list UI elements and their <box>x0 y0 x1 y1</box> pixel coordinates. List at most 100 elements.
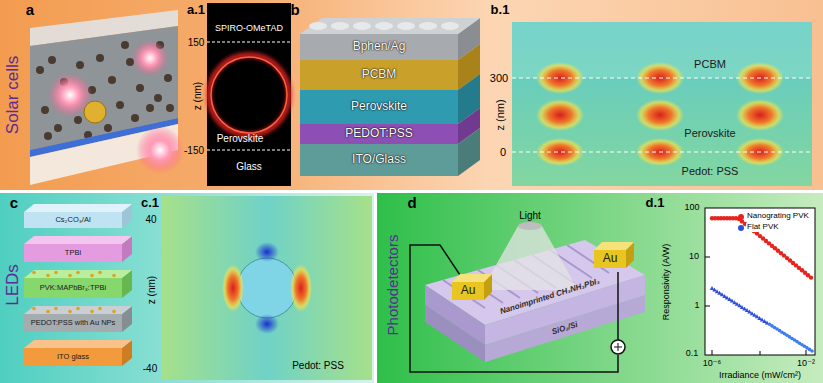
field-map-b1-part <box>512 22 812 186</box>
au-nanoparticle <box>68 310 72 314</box>
field-map-a1-part <box>211 57 287 133</box>
panel-band: LEDsCs₂CO₃/AlTPBiPVK:MAPbBr₃:TPBiPEDOT:P… <box>0 193 374 383</box>
solar-cell-render <box>30 10 184 185</box>
solar-cell-render-part <box>41 106 49 114</box>
layer-slab: Au <box>594 242 634 268</box>
photodetector-device-part <box>617 272 619 340</box>
au-nanoparticle <box>112 310 116 314</box>
layer-label-box: ITO/Glass <box>300 144 458 176</box>
responsivity-chart-part <box>760 351 761 355</box>
solar-cell-render-part <box>116 101 124 109</box>
layer-front <box>594 250 626 268</box>
photodetector-device <box>410 222 645 372</box>
layer-label: Pedot: PSS <box>292 360 344 371</box>
panel-letter: d.1 <box>646 196 665 210</box>
layer-label-box: PEDOT:PSS with Au NPs <box>24 314 122 332</box>
photodetector-device-part <box>482 226 578 290</box>
solar-cell-render-part <box>164 74 172 82</box>
data-points <box>710 216 814 353</box>
field-map-a1-part <box>207 3 291 186</box>
band-ground-part <box>0 0 823 190</box>
layer-top <box>300 18 480 34</box>
axis-tick: 300 <box>490 72 508 84</box>
layer-shape <box>300 74 480 124</box>
panel-letter: d <box>407 195 416 212</box>
layer-name: PCBM <box>362 68 397 81</box>
chart-legend: Nanograting PVK Flat PVK <box>738 211 810 233</box>
field-map-c1-part <box>237 258 297 318</box>
silver-bump <box>397 22 415 30</box>
layer-slab: Perovskite <box>300 74 480 124</box>
au-nanoparticle <box>98 271 102 275</box>
responsivity-chart-part <box>705 257 710 258</box>
field-map-b1-part <box>512 78 812 79</box>
field-map-c1 <box>162 196 372 380</box>
responsivity-chart-part <box>705 306 710 307</box>
layer-label: Glass <box>236 161 262 172</box>
layer-top <box>24 306 132 314</box>
field-map-c1-part <box>290 264 312 312</box>
layer-name: TPBi <box>65 249 81 257</box>
axis-tick: 1 <box>694 301 699 311</box>
panel-letter: b.1 <box>491 3 510 17</box>
layer-label: SPIRO-OMeTAD <box>215 24 283 34</box>
panel-category: Solar cells <box>3 56 23 134</box>
layer-front <box>300 124 458 144</box>
panel-letter: c <box>10 195 18 212</box>
photodetector-device-part <box>611 340 625 354</box>
axis-title: Responsivity (A/W) <box>662 244 672 321</box>
layer-top <box>594 242 634 250</box>
layer-shape <box>300 18 480 60</box>
solar-cell-render-part <box>54 124 62 132</box>
panel-letter: a.1 <box>187 3 205 17</box>
silver-bump <box>375 22 393 30</box>
responsivity-chart-part <box>806 350 807 355</box>
layer-front <box>24 314 122 332</box>
layer-label-box: ITO glass <box>24 348 122 366</box>
au-nanoparticle <box>90 310 94 314</box>
legend-row: Nanograting PVK <box>738 211 810 222</box>
layer-slab: ITO/Glass <box>300 128 480 176</box>
au-nanoparticle <box>46 310 50 314</box>
responsivity-chart-part <box>712 350 713 355</box>
layer-label: Pedot: PSS <box>682 165 739 177</box>
silver-bump <box>309 22 327 30</box>
axis-tick: 10 <box>689 252 699 262</box>
silver-bump <box>353 22 371 30</box>
layer-front <box>300 34 458 60</box>
light-label: Light <box>519 210 541 221</box>
layer-front <box>24 348 122 366</box>
solar-cell-render-part <box>44 132 52 140</box>
layer-slab: Cs₂CO₃/Al <box>24 204 132 228</box>
layer-name: Bphen/Ag <box>353 40 406 53</box>
solar-cell-render-part <box>36 66 44 74</box>
layer-top <box>452 274 492 282</box>
responsivity-chart <box>705 208 815 355</box>
field-map-a1-part <box>207 150 291 151</box>
layer-name: Perovskite <box>351 100 407 113</box>
layer-side <box>458 128 480 176</box>
layer-label-box: PCBM <box>300 60 458 90</box>
layer-slab: PEDOT:PSS <box>300 108 480 144</box>
panel-letter: c.1 <box>141 196 159 210</box>
solar-cell-render-part <box>74 116 82 124</box>
layer-front <box>24 278 122 298</box>
layer-shape <box>300 44 480 90</box>
solar-cell-render-part <box>108 76 116 84</box>
legend-text: Nanograting PVK <box>746 212 810 221</box>
field-map-a1-part <box>209 55 289 135</box>
au-nanoparticle <box>68 274 72 278</box>
layer-shape <box>300 128 480 176</box>
axis-title: z (nm) <box>192 82 203 110</box>
layer-slab: PEDOT:PSS with Au NPs <box>24 306 132 332</box>
layer-label-box: Cs₂CO₃/Al <box>24 212 122 228</box>
solar-cell-render-part <box>84 101 106 123</box>
layer-slab: Au <box>452 274 492 300</box>
layer-front <box>24 212 122 228</box>
layer-label-box: Au <box>594 250 626 268</box>
solar-cell-render-part <box>166 104 174 112</box>
legend-text: Flat PVK <box>746 223 780 232</box>
photodetector-device-part <box>410 245 618 372</box>
axis-title: Irradiance (mW/cm²) <box>719 371 801 381</box>
